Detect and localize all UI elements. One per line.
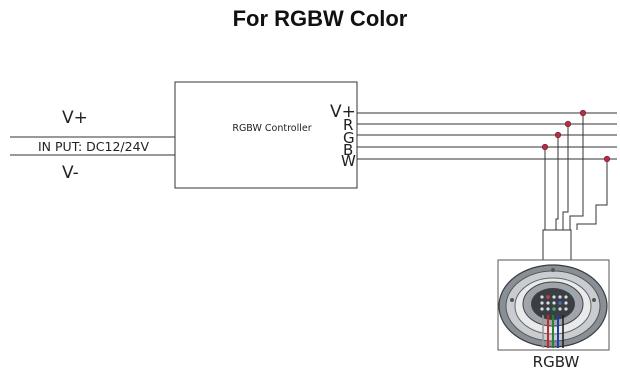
junction-dot-vplus <box>579 109 587 117</box>
controller-box <box>174 81 358 189</box>
terminal-label-r: R <box>343 116 353 134</box>
terminal-label-g: G <box>343 129 355 147</box>
terminal-label-w: W <box>341 152 356 170</box>
terminal-label-vplus: V+ <box>330 102 356 122</box>
junction-dot-b <box>541 143 549 151</box>
controller-label: RGBW Controller <box>232 123 311 134</box>
cable-bundle <box>542 229 572 261</box>
terminal-label-b: B <box>343 141 353 159</box>
input-plus-label: V+ <box>62 108 88 128</box>
rgbw-lamp-image <box>498 264 608 348</box>
input-minus-label: V- <box>62 163 79 183</box>
input-voltage-label: IN PUT: DC12/24V <box>38 139 150 154</box>
tap-wire-r <box>562 124 569 230</box>
diagram-title: For RGBW Color <box>233 6 408 31</box>
lamp-label: RGBW <box>533 353 580 371</box>
tap-wire-vplus <box>569 113 584 230</box>
junction-dot-w <box>603 155 611 163</box>
tap-wire-g <box>555 135 559 230</box>
junction-dot-g <box>554 131 562 139</box>
tap-wire-w <box>576 159 608 230</box>
junction-dot-r <box>564 120 572 128</box>
